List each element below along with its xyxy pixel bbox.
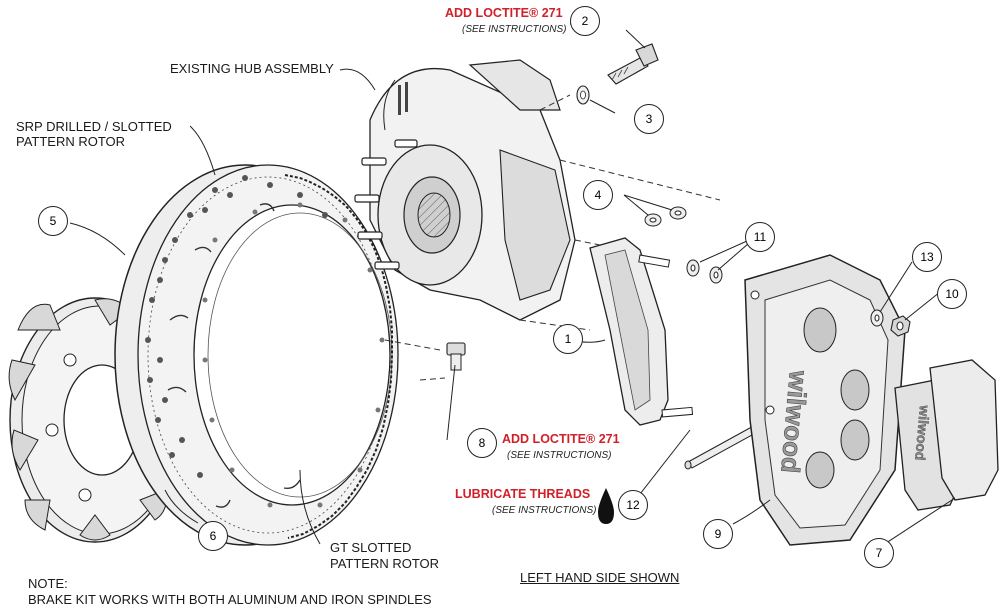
loctite-callout-top: ADD LOCTITE® 271 — [445, 6, 563, 20]
loctite-callout-mid: ADD LOCTITE® 271 — [502, 432, 620, 446]
note-body: BRAKE KIT WORKS WITH BOTH ALUMINUM AND I… — [28, 592, 432, 607]
callout-bubble-12: 12 — [618, 490, 648, 520]
callout-bubble-6: 6 — [198, 521, 228, 551]
callout-bubble-10: 10 — [937, 279, 967, 309]
note-title: NOTE: — [28, 576, 68, 591]
loctite-callout-top-sub: (SEE INSTRUCTIONS) — [462, 24, 567, 35]
leader-lines — [69, 23, 956, 550]
callout-bubble-1: 1 — [553, 324, 583, 354]
bolt-part-8 — [446, 342, 466, 371]
gt-rotor-label-line1: GT SLOTTED — [330, 540, 412, 555]
brake-pads-part-7: wilwood — [894, 359, 999, 511]
srp-rotor-label-line1: SRP DRILLED / SLOTTED — [16, 119, 172, 134]
lubricate-callout-sub: (SEE INSTRUCTIONS) — [492, 505, 597, 516]
nut-part-10 — [890, 315, 911, 337]
washers-part-11 — [686, 259, 723, 284]
callout-bubble-4: 4 — [583, 180, 613, 210]
side-shown-label: LEFT HAND SIDE SHOWN — [520, 570, 680, 585]
existing-hub-assembly — [354, 59, 576, 321]
callout-bubble-8: 8 — [467, 428, 497, 458]
washers-part-4 — [644, 206, 687, 227]
callout-bubble-5: 5 — [38, 206, 68, 236]
caliper-logo: wilwood — [775, 368, 814, 474]
callout-bubble-7: 7 — [864, 538, 894, 568]
callout-bubble-11: 11 — [745, 222, 775, 252]
loctite-callout-mid-sub: (SEE INSTRUCTIONS) — [507, 450, 612, 461]
washer-part-13 — [870, 309, 884, 327]
existing-hub-label: EXISTING HUB ASSEMBLY — [170, 61, 334, 76]
lubricate-callout: LUBRICATE THREADS — [455, 487, 591, 501]
callout-bubble-2: 2 — [570, 6, 600, 36]
bolt-part-2 — [607, 43, 659, 85]
srp-rotor-label-line2: PATTERN ROTOR — [16, 134, 126, 149]
brake-rotor-part-5 — [114, 164, 399, 546]
gt-rotor-label-line2: PATTERN ROTOR — [330, 556, 440, 571]
lubricant-drop-icon — [598, 488, 614, 524]
alignment-lines — [384, 94, 721, 381]
callout-bubble-13: 13 — [912, 242, 942, 272]
pad-logo: wilwood — [912, 404, 933, 461]
washer-part-3 — [576, 85, 590, 105]
mounting-bracket-part-1 — [589, 237, 694, 426]
caliper-part-9: wilwood — [744, 254, 906, 546]
callout-bubble-3: 3 — [634, 104, 664, 134]
callout-bubble-9: 9 — [703, 519, 733, 549]
